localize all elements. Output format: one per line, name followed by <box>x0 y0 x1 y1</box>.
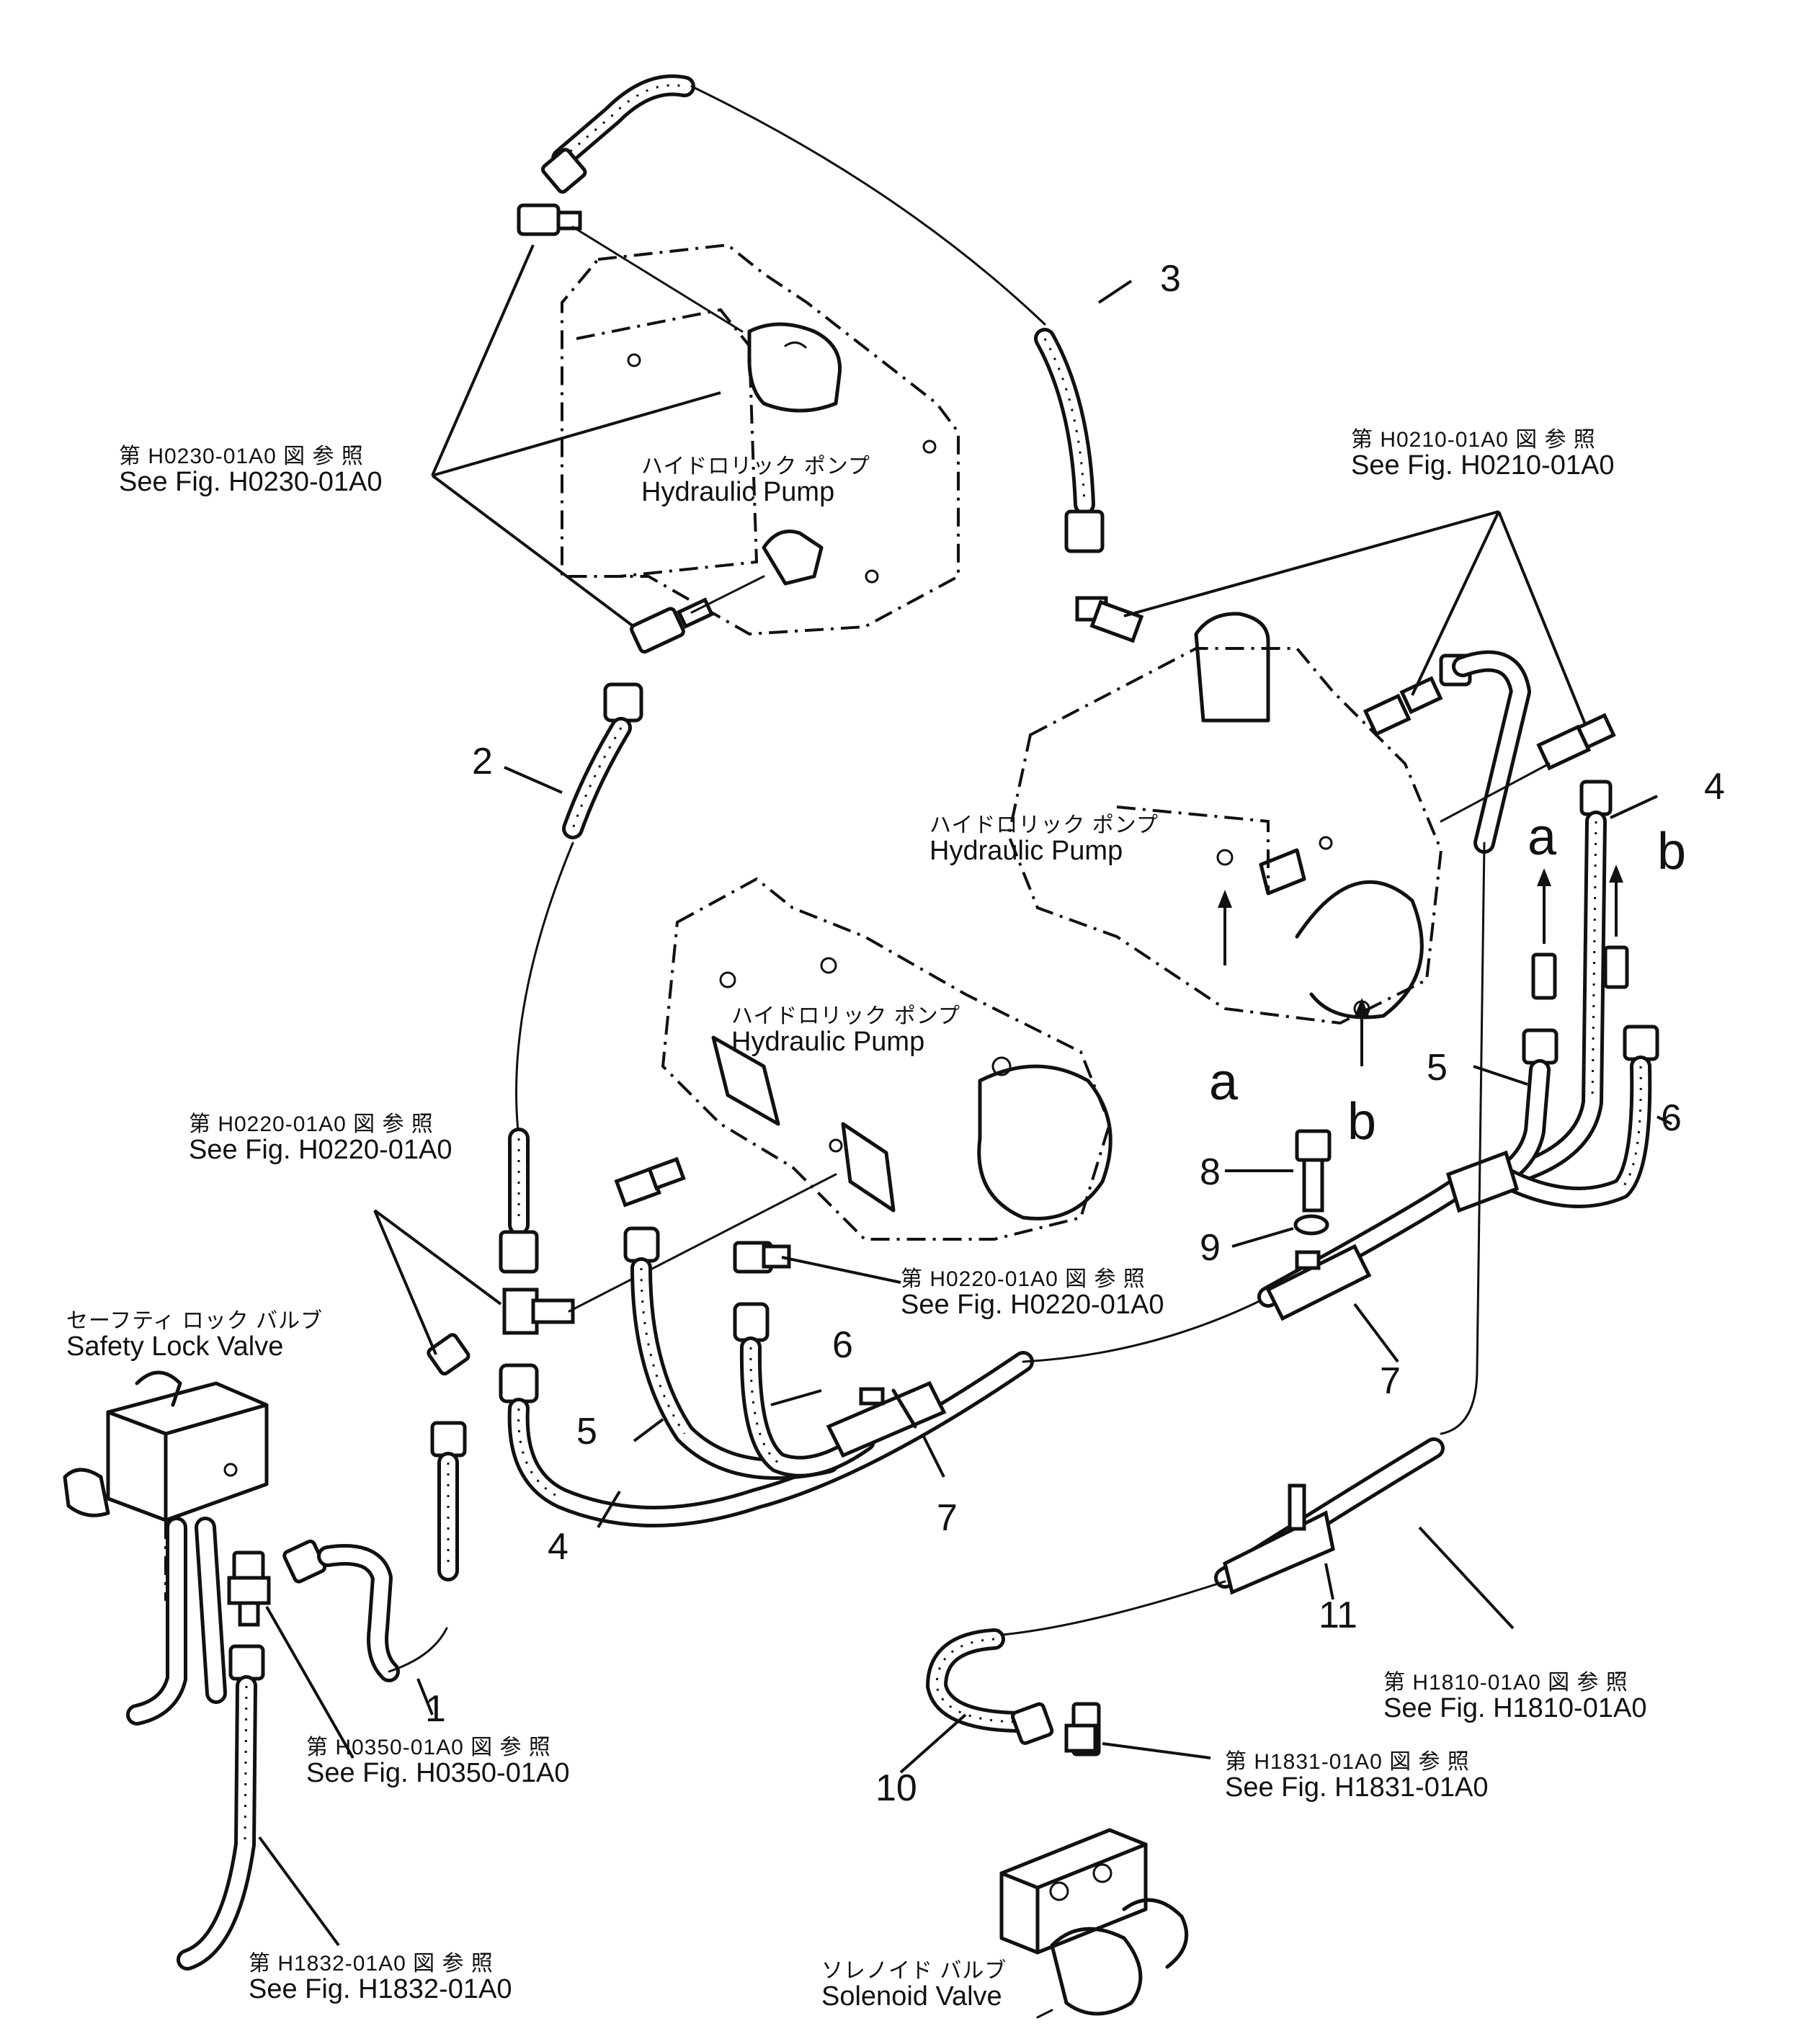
label-hydraulic-pump-top: ハイドロリック ポンプ Hydraulic Pump <box>641 455 870 506</box>
letter-b-pump: b <box>1347 1093 1377 1151</box>
ref-h0220-left-jp: 第 H0220-01A0 図 参 照 <box>189 1112 434 1136</box>
part-number-9: 9 <box>1200 1227 1221 1269</box>
part-number-7-left: 7 <box>937 1497 958 1539</box>
solenoid-valve <box>999 1702 1211 2019</box>
part-number-6-left: 6 <box>832 1324 853 1366</box>
clamp-7-right <box>1265 1244 1399 1363</box>
ref-h1832: 第 H1832-01A0 図 参 照 See Fig. H1832-01A0 <box>249 1952 512 2004</box>
part-number-2: 2 <box>472 741 493 782</box>
part-number-4-right: 4 <box>1704 766 1725 808</box>
part-number-6-right: 6 <box>1661 1097 1682 1139</box>
washer-9 <box>1231 1214 1329 1248</box>
ref-h0350: 第 H0350-01A0 図 参 照 See Fig. H0350-01A0 <box>306 1736 569 1788</box>
ref-h1810-jp: 第 H1810-01A0 図 参 照 <box>1383 1671 1628 1695</box>
ref-h1831-en: See Fig. H1831-01A0 <box>1225 1772 1489 1803</box>
h1810-arrow <box>1418 1526 1515 1630</box>
ref-h1810-en: See Fig. H1810-01A0 <box>1383 1692 1647 1723</box>
solenoid-valve-jp: ソレノイド バルブ <box>821 1959 1007 1983</box>
ref-h0220-right-jp: 第 H0220-01A0 図 参 照 <box>901 1267 1146 1291</box>
fittings-h0230 <box>431 203 765 654</box>
ref-h0350-en: See Fig. H0350-01A0 <box>306 1757 570 1788</box>
part-number-1: 1 <box>425 1688 446 1730</box>
hose-3 <box>540 74 1133 553</box>
bolt-8 <box>1225 1129 1332 1213</box>
ref-h0210-en: See Fig. H0210-01A0 <box>1351 450 1615 481</box>
fitting-h0350 <box>227 1550 355 1759</box>
solenoid-valve-en: Solenoid Valve <box>821 1981 1002 2012</box>
letter-b-hose: b <box>1657 823 1687 880</box>
label-hydraulic-pump-right: ハイドロリック ポンプ Hydraulic Pump <box>929 814 1159 865</box>
ref-h0230-jp: 第 H0230-01A0 図 参 照 <box>119 445 364 468</box>
pump-right-en: Hydraulic Pump <box>929 835 1123 866</box>
hose-5 <box>623 1226 839 1480</box>
ref-h1832-jp: 第 H1832-01A0 図 参 照 <box>249 1952 494 1976</box>
letter-a-hose: a <box>1528 808 1557 866</box>
label-hydraulic-pump-middle: ハイドロリック ポンプ Hydraulic Pump <box>731 1005 960 1056</box>
ref-h1832-en: See Fig. H1832-01A0 <box>249 1973 512 2004</box>
leader-6 <box>770 1389 822 1406</box>
pump-top-jp: ハイドロリック ポンプ <box>641 455 870 478</box>
hydraulic-pump-right <box>1007 612 1443 1066</box>
leader-5 <box>633 1418 664 1442</box>
clamp-7-left <box>826 1380 947 1478</box>
ref-h0230: 第 H0230-01A0 図 参 照 See Fig. H0230-01A0 <box>119 445 382 496</box>
part-number-10: 10 <box>875 1767 917 1809</box>
hose-h1832 <box>177 1644 340 1971</box>
pump-top-en: Hydraulic Pump <box>641 476 835 507</box>
ref-h0220-left-en: See Fig. H0220-01A0 <box>189 1134 452 1165</box>
hydraulic-pump-middle <box>661 877 1112 1241</box>
ref-h0220-right-en: See Fig. H0220-01A0 <box>901 1289 1164 1320</box>
fittings-h0220 <box>373 1156 901 1376</box>
ref-h0220-right: 第 H0220-01A0 図 参 照 See Fig. H0220-01A0 <box>901 1268 1164 1319</box>
part-number-7-right: 7 <box>1380 1360 1401 1402</box>
clamp-11 <box>1223 1483 1335 1600</box>
part-number-4-left: 4 <box>548 1526 568 1568</box>
pump-right-jp: ハイドロリック ポンプ <box>929 813 1159 837</box>
part-number-5-left: 5 <box>576 1411 597 1452</box>
letter-a-pump: a <box>1209 1053 1239 1111</box>
fittings-h0210 <box>1075 510 1616 854</box>
ref-h1831: 第 H1831-01A0 図 参 照 See Fig. H1831-01A0 <box>1225 1751 1488 1802</box>
hose-1 <box>282 1421 467 1715</box>
hoses-right-group <box>1445 780 1672 1213</box>
ref-h0350-jp: 第 H0350-01A0 図 参 照 <box>306 1736 551 1759</box>
hydraulic-pump-top <box>561 243 960 636</box>
ref-h1831-jp: 第 H1831-01A0 図 参 照 <box>1225 1750 1470 1774</box>
safety-lock-valve-jp: セーフティ ロック バルブ <box>66 1309 324 1333</box>
safety-lock-valve-en: Safety Lock Valve <box>66 1331 284 1362</box>
ref-h0230-en: See Fig. H0230-01A0 <box>119 466 383 497</box>
label-solenoid-valve: ソレノイド バルブ Solenoid Valve <box>821 1960 1007 2011</box>
leader-4 <box>597 1490 621 1529</box>
ref-h1810: 第 H1810-01A0 図 参 照 See Fig. H1810-01A0 <box>1383 1672 1646 1723</box>
pump-middle-en: Hydraulic Pump <box>731 1026 925 1057</box>
ref-h0210-jp: 第 H0210-01A0 図 参 照 <box>1351 428 1596 452</box>
safety-lock-valve <box>63 1370 269 1726</box>
part-number-8: 8 <box>1200 1151 1221 1193</box>
hose-2 <box>499 682 643 1274</box>
pump-middle-jp: ハイドロリック ポンプ <box>731 1004 960 1028</box>
part-number-11: 11 <box>1319 1594 1357 1636</box>
ref-h0220-left: 第 H0220-01A0 図 参 照 See Fig. H0220-01A0 <box>189 1113 452 1164</box>
label-safety-lock-valve: セーフティ ロック バルブ Safety Lock Valve <box>66 1310 323 1361</box>
ref-h0210: 第 H0210-01A0 図 参 照 See Fig. H0210-01A0 <box>1351 429 1614 480</box>
part-number-3: 3 <box>1160 258 1181 300</box>
hose-6 <box>733 1302 875 1478</box>
part-number-5-right: 5 <box>1427 1047 1448 1089</box>
